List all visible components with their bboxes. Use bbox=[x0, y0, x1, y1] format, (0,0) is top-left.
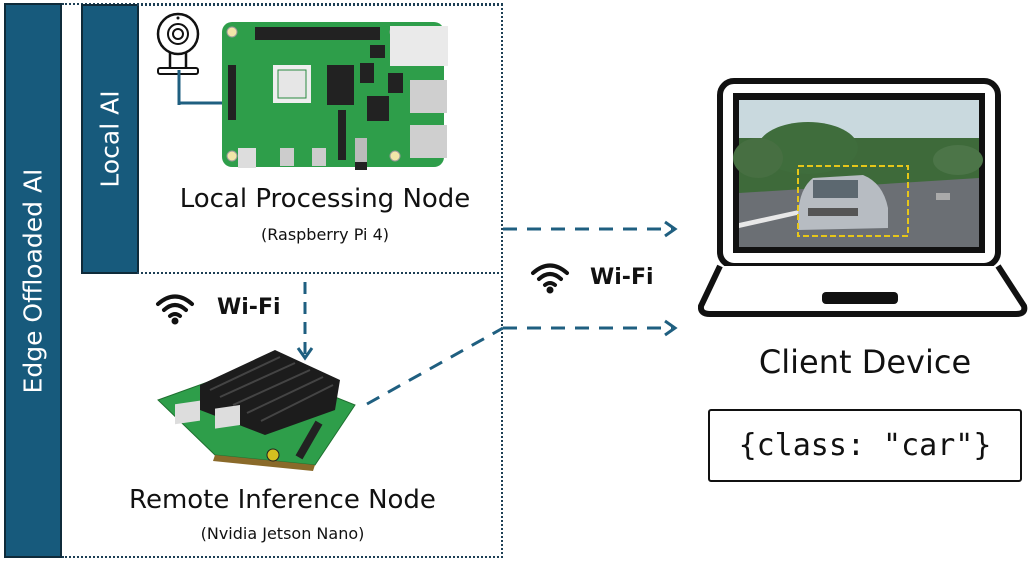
local-ai-group-frame bbox=[137, 4, 503, 274]
wifi-label-local-to-remote: Wi-Fi bbox=[217, 295, 281, 320]
remote-node-subtitle: (Nvidia Jetson Nano) bbox=[200, 524, 365, 543]
wifi-icon bbox=[156, 294, 194, 325]
raspberry-pi-board-icon bbox=[222, 22, 448, 170]
arrow-local-to-client-head bbox=[664, 220, 678, 238]
arrow-remote-to-client-head bbox=[664, 319, 678, 337]
arrow-local-to-remote-head bbox=[296, 347, 314, 361]
webcam-cable bbox=[177, 70, 225, 105]
local-ai-group-bar: Local AI bbox=[81, 4, 139, 274]
remote-node-title: Remote Inference Node bbox=[129, 485, 436, 515]
wifi-icon bbox=[531, 263, 569, 294]
local-node-subtitle: (Raspberry Pi 4) bbox=[261, 225, 389, 244]
detection-bounding-box bbox=[797, 165, 909, 237]
local-node-title: Local Processing Node bbox=[179, 184, 471, 214]
edge-offloaded-ai-group-bar: Edge Offloaded AI bbox=[4, 3, 62, 558]
client-output-json: {class: "car"} bbox=[708, 409, 1022, 482]
client-device-title: Client Device bbox=[758, 343, 972, 381]
car-detection-image bbox=[733, 100, 983, 247]
laptop-icon bbox=[698, 78, 1028, 317]
wifi-label-to-client: Wi-Fi bbox=[590, 265, 654, 290]
arrow-remote-to-group-edge bbox=[366, 326, 504, 406]
jetson-nano-board-icon bbox=[157, 350, 356, 471]
